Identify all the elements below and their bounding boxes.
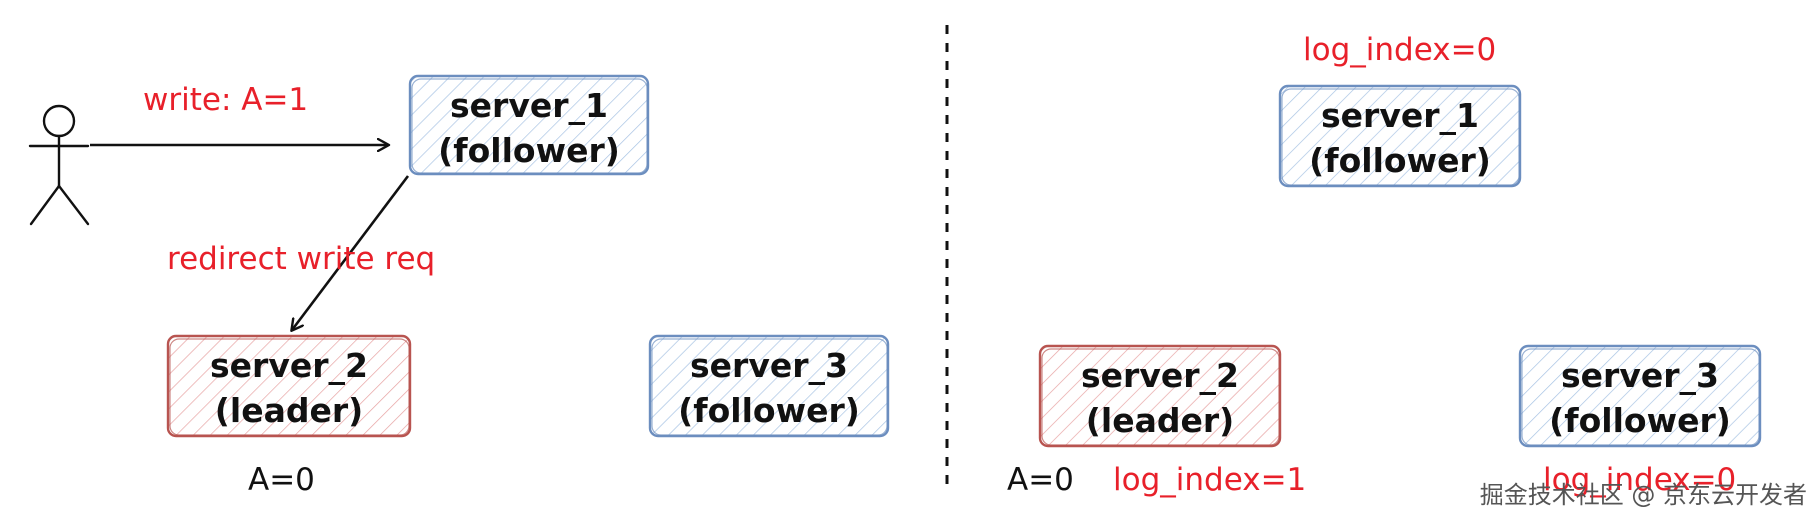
right-server-2-state: A=0 bbox=[1007, 462, 1074, 498]
left-panel: write: A=1 server_1 (follower) redirect … bbox=[28, 74, 890, 498]
right-server-3-node: server_3 (follower) bbox=[1518, 344, 1762, 448]
watermark: 掘金技术社区 @ 京东云开发者 bbox=[1480, 481, 1807, 509]
server-role: (leader) bbox=[215, 391, 363, 430]
redirect-arrow bbox=[292, 175, 410, 330]
server-name: server_3 bbox=[1561, 356, 1719, 395]
left-server-2-state: A=0 bbox=[248, 462, 315, 498]
right-server-2-log-index: log_index=1 bbox=[1113, 462, 1306, 498]
right-server-1-node: server_1 (follower) bbox=[1278, 84, 1522, 188]
server-role: (follower) bbox=[1549, 401, 1731, 440]
write-request-label: write: A=1 bbox=[143, 82, 308, 118]
server-name: server_2 bbox=[1081, 356, 1239, 395]
right-server-2-node: server_2 (leader) bbox=[1038, 344, 1282, 448]
user-stick-figure-icon bbox=[28, 104, 90, 226]
server-role: (leader) bbox=[1086, 401, 1234, 440]
server-role: (follower) bbox=[438, 131, 620, 170]
left-server-3-node: server_3 (follower) bbox=[648, 334, 890, 438]
server-name: server_3 bbox=[690, 346, 848, 385]
left-server-2-node: server_2 (leader) bbox=[166, 334, 412, 438]
server-name: server_2 bbox=[210, 346, 368, 385]
server-role: (follower) bbox=[1309, 141, 1491, 180]
right-panel: log_index=0 server_1 (follower) server_2… bbox=[1007, 32, 1762, 498]
right-server-3-log-index: log_index=0 bbox=[1543, 462, 1736, 498]
redirect-label: redirect write req bbox=[167, 241, 435, 277]
server-name: server_1 bbox=[1321, 96, 1479, 135]
right-server-1-log-index: log_index=0 bbox=[1303, 32, 1496, 68]
server-role: (follower) bbox=[678, 391, 860, 430]
left-server-1-node: server_1 (follower) bbox=[408, 74, 650, 176]
server-name: server_1 bbox=[450, 86, 608, 125]
